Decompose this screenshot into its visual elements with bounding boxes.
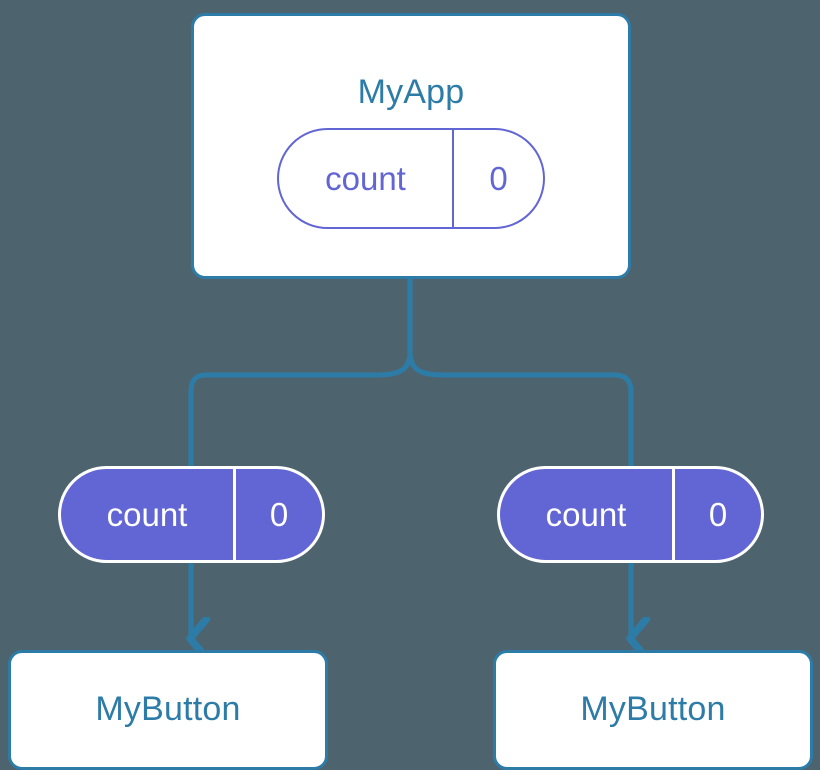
component-title-myapp: MyApp	[357, 73, 465, 111]
component-title-mybutton-right: MyButton	[580, 690, 726, 728]
state-pill-key: count	[279, 130, 454, 227]
prop-pill-key-right: count	[500, 469, 675, 560]
component-box-mybutton-left[interactable]: MyButton	[8, 650, 328, 770]
prop-pill-value-left: 0	[269, 495, 289, 533]
prop-pill-value-right: 0	[708, 495, 728, 533]
prop-pill-count-right[interactable]: count 0	[497, 466, 764, 563]
branch-to-left-child	[188, 349, 413, 471]
state-pill-count[interactable]: count 0	[277, 128, 545, 229]
branch-to-right-child	[407, 349, 634, 471]
component-box-mybutton-right[interactable]: MyButton	[493, 650, 813, 770]
prop-pill-count-left[interactable]: count 0	[58, 466, 325, 563]
prop-pill-key-left: count	[61, 469, 236, 560]
state-pill-value: 0	[489, 159, 508, 197]
component-title-mybutton-left: MyButton	[95, 690, 241, 728]
